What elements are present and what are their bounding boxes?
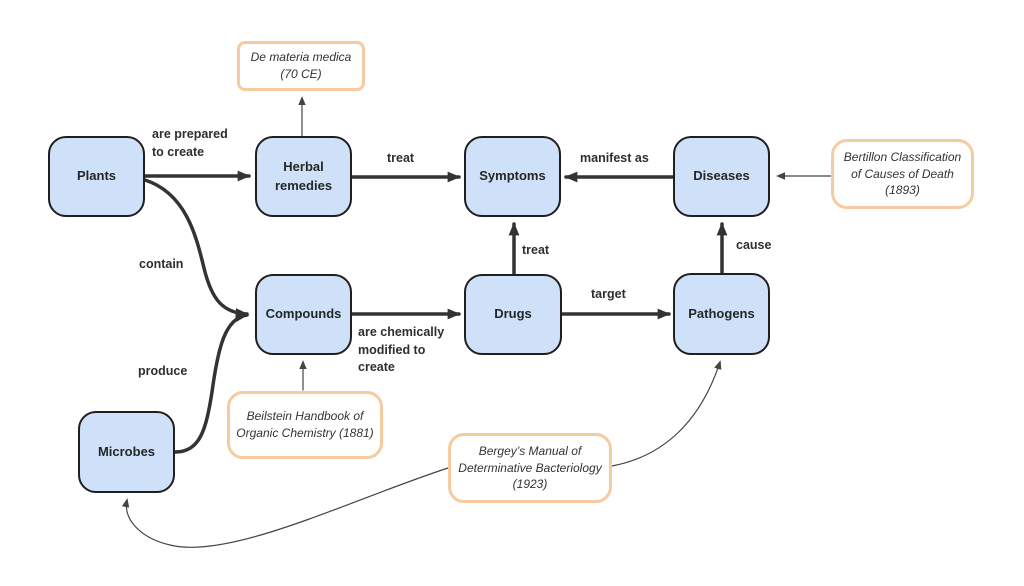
edge-label-are-prepared-to-create: are prepared to create [152,127,228,159]
annotation-bertillon-classification[interactable]: Bertillon Classification of Causes of De… [831,139,974,209]
annotation-bergeys-manual[interactable]: Bergey’s Manual of Determinative Bacteri… [448,433,612,503]
edge-label-treat-herbal: treat [387,151,415,165]
edge-label-treat-drugs: treat [522,243,550,257]
edge-plants-compounds [143,178,249,319]
edge-bergeys-microbes [121,467,449,548]
edge-label-contain: contain [139,257,184,271]
node-drugs[interactable]: Drugs [464,274,562,355]
node-diseases[interactable]: Diseases [673,136,770,217]
edge-label-target: target [591,287,626,301]
edge-label-manifest-as: manifest as [580,151,649,165]
annotation-beilstein-handbook[interactable]: Beilstein Handbook of Organic Chemistry … [227,391,383,459]
node-compounds[interactable]: Compounds [255,274,352,355]
node-herbal-remedies[interactable]: Herbal remedies [255,136,352,217]
edge-label-cause: cause [736,238,772,252]
edge-label-produce: produce [138,364,188,378]
edge-bergeys-pathogens [611,360,722,467]
annotation-de-materia-medica[interactable]: De materia medica (70 CE) [237,41,365,91]
node-plants[interactable]: Plants [48,136,145,217]
node-microbes[interactable]: Microbes [78,411,175,493]
node-symptoms[interactable]: Symptoms [464,136,561,217]
edge-microbes-compounds [173,311,249,454]
node-pathogens[interactable]: Pathogens [673,273,770,355]
edge-label-chemically-modified: are chemically modified to create [358,325,445,374]
